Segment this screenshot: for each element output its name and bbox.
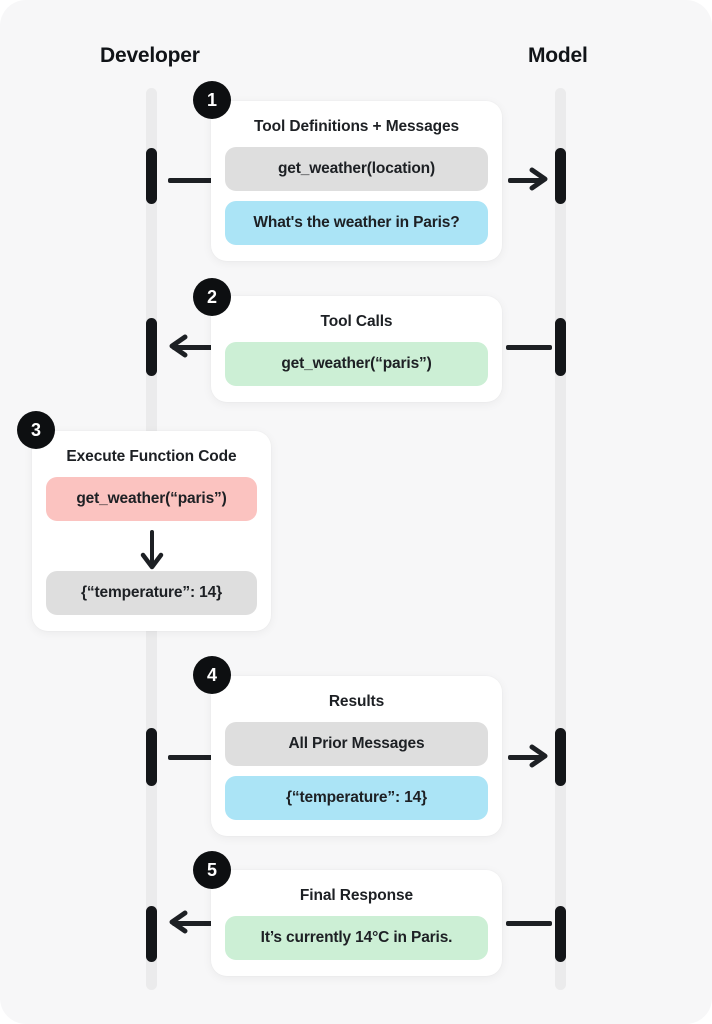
activation-model-step4 bbox=[555, 728, 566, 786]
step-card-5[interactable]: Final Response It’s currently 14°C in Pa… bbox=[211, 870, 502, 976]
step-badge-1: 1 bbox=[193, 81, 231, 119]
activation-developer-step2 bbox=[146, 318, 157, 376]
step-5-pill-1: It’s currently 14°C in Paris. bbox=[225, 916, 488, 960]
step-card-2[interactable]: Tool Calls get_weather(“paris”) bbox=[211, 296, 502, 402]
arrowhead-step4-right-icon bbox=[528, 742, 554, 770]
activation-model-step5 bbox=[555, 906, 566, 962]
connector-step1-left bbox=[168, 178, 214, 183]
step-2-title: Tool Calls bbox=[320, 313, 393, 330]
step-4-title: Results bbox=[328, 693, 385, 710]
step-3-pill-1: get_weather(“paris”) bbox=[46, 477, 257, 521]
connector-step2-right bbox=[506, 345, 552, 350]
activation-developer-step5 bbox=[146, 906, 157, 962]
arrowhead-step1-right-icon bbox=[528, 165, 554, 193]
arrowhead-step5-left-icon bbox=[163, 908, 189, 936]
step-5-title: Final Response bbox=[299, 887, 414, 904]
step-1-pill-2: What's the weather in Paris? bbox=[225, 201, 488, 245]
column-header-model: Model bbox=[528, 44, 588, 67]
step-badge-2: 2 bbox=[193, 278, 231, 316]
connector-step4-right bbox=[508, 755, 542, 760]
step-card-3[interactable]: Execute Function Code get_weather(“paris… bbox=[32, 431, 271, 631]
column-header-developer: Developer bbox=[100, 44, 200, 67]
connector-step5-right bbox=[506, 921, 552, 926]
connector-step2-left bbox=[172, 345, 216, 350]
step-badge-3: 3 bbox=[17, 411, 55, 449]
step-3-flow-arrow-icon bbox=[46, 529, 257, 573]
connector-step5-left bbox=[172, 921, 216, 926]
step-card-1[interactable]: Tool Definitions + Messages get_weather(… bbox=[211, 101, 502, 261]
step-1-pill-1: get_weather(location) bbox=[225, 147, 488, 191]
step-3-pill-2: {“temperature”: 14} bbox=[46, 571, 257, 615]
connector-step4-left bbox=[168, 755, 214, 760]
step-badge-4: 4 bbox=[193, 656, 231, 694]
step-2-pill-1: get_weather(“paris”) bbox=[225, 342, 488, 386]
connector-step1-right bbox=[508, 178, 542, 183]
step-4-pill-1: All Prior Messages bbox=[225, 722, 488, 766]
activation-developer-step1 bbox=[146, 148, 157, 204]
lifeline-model bbox=[555, 88, 566, 990]
activation-model-step2 bbox=[555, 318, 566, 376]
activation-model-step1 bbox=[555, 148, 566, 204]
step-3-title: Execute Function Code bbox=[66, 448, 237, 465]
step-card-4[interactable]: Results All Prior Messages {“temperature… bbox=[211, 676, 502, 836]
step-1-title: Tool Definitions + Messages bbox=[253, 118, 459, 135]
step-4-pill-2: {“temperature”: 14} bbox=[225, 776, 488, 820]
step-badge-5: 5 bbox=[193, 851, 231, 889]
arrowhead-step2-left-icon bbox=[163, 332, 189, 360]
activation-developer-step4 bbox=[146, 728, 157, 786]
